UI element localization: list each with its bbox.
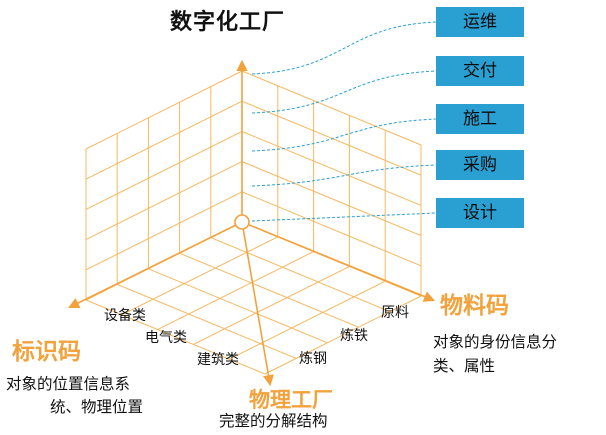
right-axis — [241, 221, 436, 302]
origin-marker — [234, 214, 250, 230]
phase-leader-line — [251, 21, 437, 75]
phase-leader-line — [251, 118, 437, 152]
right-wall-grid-line — [241, 161, 422, 237]
diagram-title: 数字化工厂 — [170, 10, 286, 35]
cube-axes — [67, 59, 436, 387]
floor-grid-line — [117, 283, 297, 359]
phase-leader-line — [251, 164, 437, 187]
left-axis-tick-electrical: 电气类 — [145, 330, 187, 346]
right-axis-tick-steelmaking: 炼钢 — [299, 351, 327, 367]
floor-grid-line — [157, 251, 314, 331]
phase-label-procurement: 采购 — [436, 150, 524, 180]
right-wall-grid-line — [241, 70, 422, 146]
floor-grid-line — [121, 236, 279, 316]
right-wall-grid-line — [241, 100, 422, 176]
phase-leader-line — [251, 70, 437, 114]
left-wall-grid-line — [85, 130, 243, 210]
phase-leader-lines — [251, 21, 437, 222]
left-axis-tick-building: 建筑类 — [197, 352, 239, 368]
bottom-axis — [241, 221, 274, 387]
left-axis-description-line-1: 对象的位置信息系 — [6, 375, 131, 393]
left-wall-grid-line — [85, 100, 243, 180]
right-wall-grid-line — [241, 130, 422, 206]
right-axis-description-line-2: 类、属性 — [433, 357, 496, 375]
left-wall-grid-line — [85, 70, 243, 150]
phase-label-construction: 施工 — [436, 104, 524, 134]
phase-label-delivery: 交付 — [436, 56, 524, 86]
right-axis-description-line-1: 对象的身份信息分 — [433, 333, 558, 351]
left-axis-tick-equipment: 设备类 — [104, 308, 146, 324]
floor-grid-line — [179, 252, 359, 328]
floor-grid-line — [85, 299, 266, 375]
floor-grid-line — [193, 265, 350, 345]
cube-grid — [85, 70, 422, 375]
right-wall-grid-line — [241, 191, 422, 267]
floor-grid-line — [210, 237, 390, 313]
phase-leader-line — [251, 212, 437, 222]
floor-grid-line — [264, 295, 422, 375]
phase-label-design: 设计 — [436, 198, 524, 228]
right-axis-heading: 物料码 — [440, 293, 509, 319]
phase-label-ops: 运维 — [436, 7, 524, 37]
left-axis — [67, 221, 243, 309]
right-axis-tick-ironmaking: 炼铁 — [340, 328, 368, 344]
floor-grid-line — [148, 268, 328, 344]
left-wall-grid-line — [85, 191, 243, 271]
bottom-heading: 物理工厂 — [249, 388, 333, 412]
floor-grid-line — [228, 280, 386, 360]
left-axis-heading: 标识码 — [12, 339, 81, 365]
left-axis-description-line-2: 统、物理位置 — [50, 398, 144, 416]
left-wall-grid-line — [85, 161, 243, 241]
right-axis-tick-raw-material: 原料 — [381, 305, 409, 321]
bottom-description: 完整的分解结构 — [219, 412, 328, 430]
